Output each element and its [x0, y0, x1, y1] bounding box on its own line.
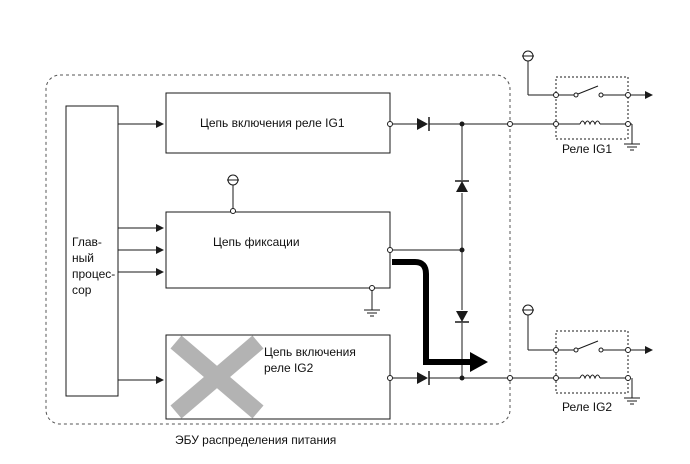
disabled-cross-icon — [170, 335, 264, 419]
ecu-label: ЭБУ распределения питания — [175, 433, 336, 447]
latch-circuit-label: Цепь фиксации — [213, 235, 300, 249]
diode-ig1-icon — [417, 117, 430, 131]
relay-ig1 — [522, 50, 653, 151]
ig1-circuit-label: Цепь включения реле IG1 — [200, 116, 345, 130]
control-arrows — [118, 120, 164, 384]
ig1-circuit-box — [165, 92, 391, 154]
latch-output-line — [387, 247, 462, 253]
latch-circuit-box — [165, 211, 391, 289]
ig2-circuit-label-2: реле IG2 — [264, 361, 314, 375]
diode-down-icon — [455, 311, 469, 323]
diode-up-icon — [455, 180, 469, 192]
junction-dot — [459, 121, 465, 127]
cpu-label-3: процес- — [72, 267, 115, 281]
cpu-label-4: сор — [72, 283, 92, 297]
relay-ig2-label: Реле IG2 — [562, 400, 612, 414]
ecu-boundary — [45, 74, 511, 425]
ig2-circuit-box — [165, 334, 391, 420]
main-processor-box — [65, 105, 119, 397]
ig2-circuit-label-1: Цепь включения — [264, 345, 356, 359]
junction-dot — [459, 375, 465, 381]
relay-ig1-label: Реле IG1 — [562, 142, 612, 156]
current-flow-arrow-icon — [392, 259, 488, 372]
cpu-label-1: Глав- — [72, 235, 102, 249]
diode-ig2-icon — [417, 371, 430, 385]
junction-dot — [459, 247, 465, 253]
ig1-output-line — [387, 121, 556, 127]
cpu-label-2: ный — [72, 251, 94, 265]
relay-ig2 — [522, 304, 653, 405]
ig2-output-line — [387, 375, 556, 381]
latch-ground-icon — [364, 285, 380, 317]
latch-power-symbol — [227, 174, 239, 214]
